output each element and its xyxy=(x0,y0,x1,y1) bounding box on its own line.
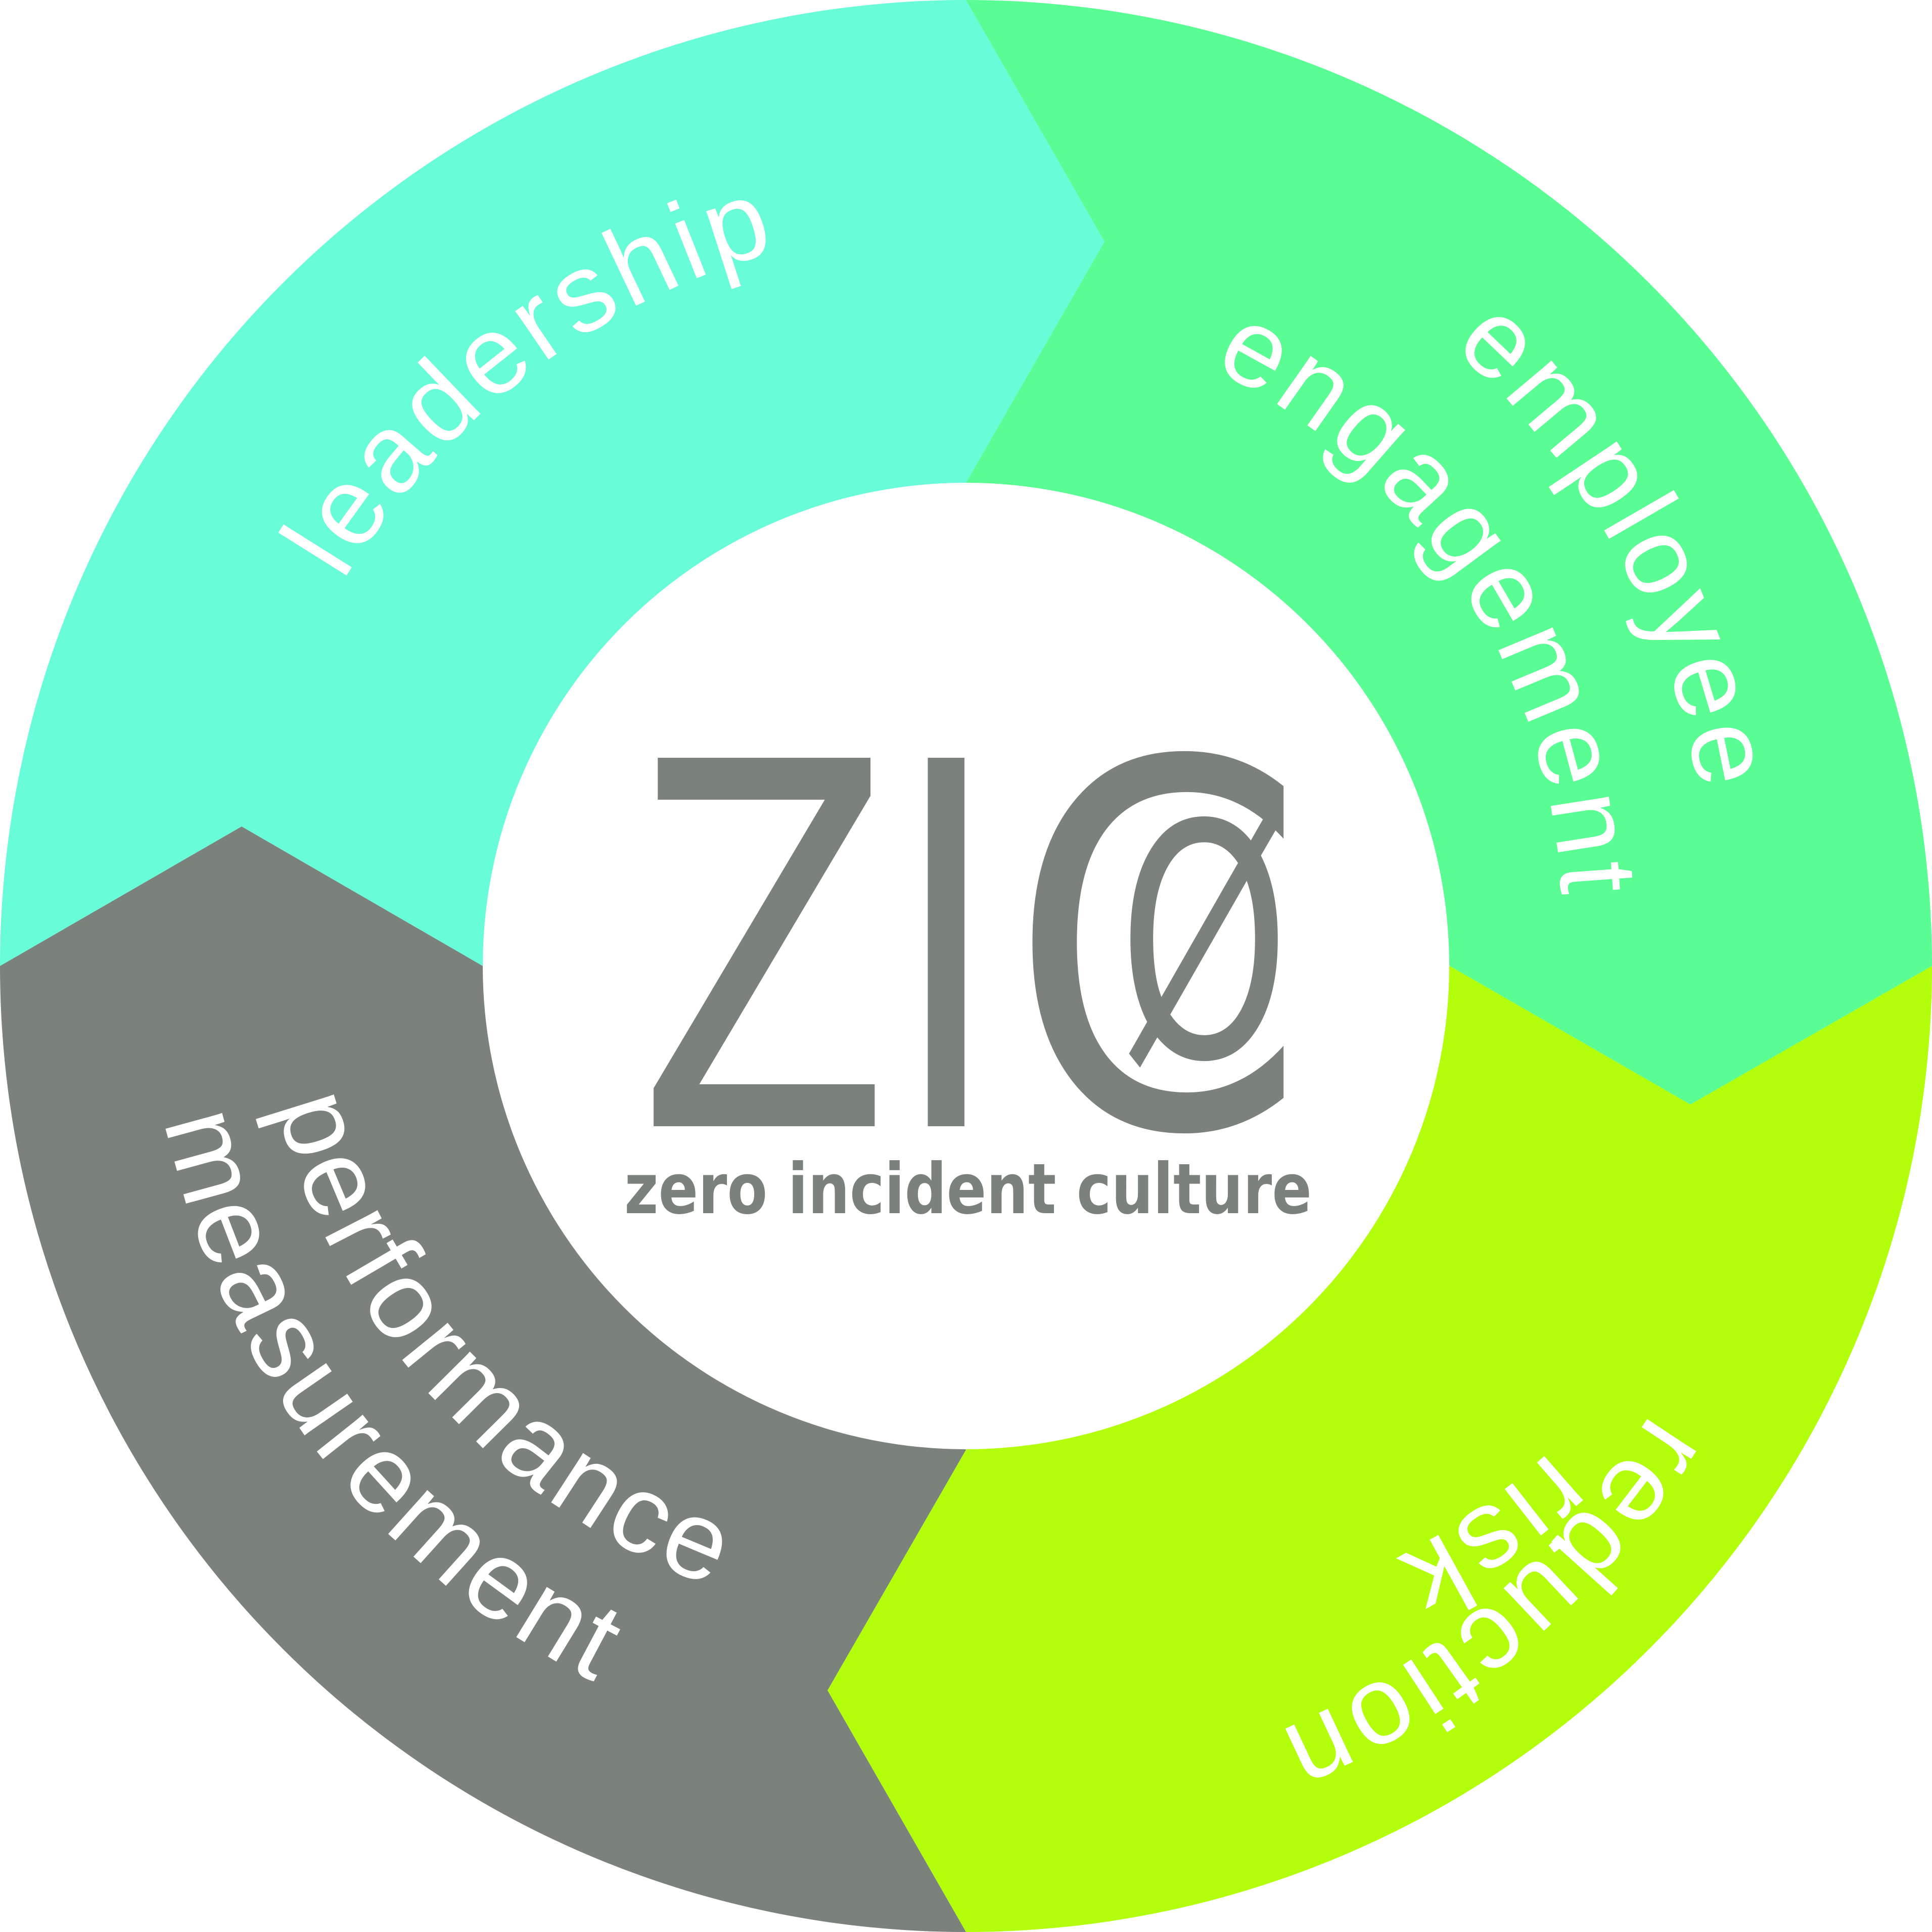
zic-logo: ZI C Ø zero incident culture xyxy=(624,657,1312,1246)
logo-letter-c: C xyxy=(1008,657,1307,1246)
logo-zero-symbol: Ø xyxy=(1118,756,1290,1133)
center-circle xyxy=(483,483,1449,1449)
logo-letters-zi: ZI xyxy=(637,657,1001,1246)
logo-tagline: zero incident culture xyxy=(624,1148,1312,1230)
